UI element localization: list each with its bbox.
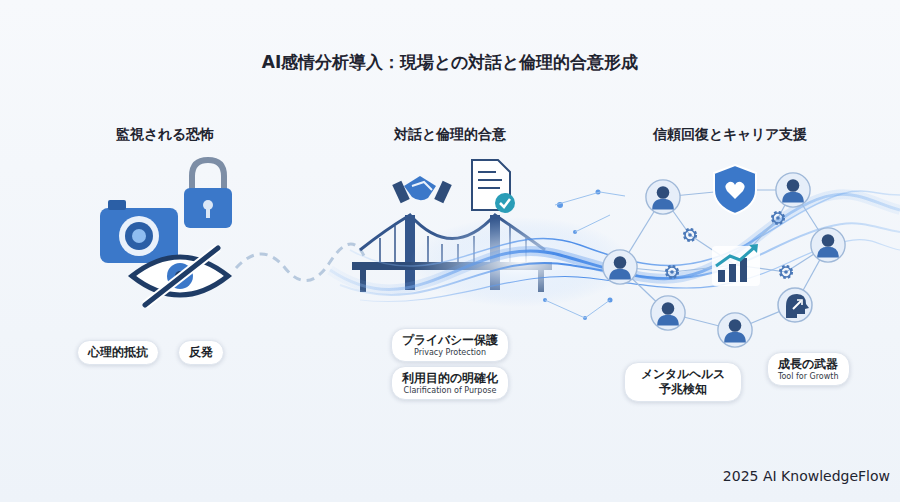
diagram-title: AI感情分析導入：現場との対話と倫理的合意形成 [262,51,638,74]
section-heading: 対話と倫理的合意 [394,126,506,144]
pill-label: 反発 [178,340,224,365]
pill-label: 成長の武器Tool for Growth [767,352,850,387]
pill-label: 利用目的の明確化Clarification of Purpose [391,366,509,401]
pill-subtext: Tool for Growth [778,372,839,382]
growth-chart-icon [712,244,760,286]
shield-icon [714,165,756,214]
pill-text: 成長の武器 [778,357,839,372]
light-wave [330,190,900,321]
camera-icon [100,200,178,263]
pill-subtext: Privacy Protection [402,348,498,358]
pill-text: 心理的抵抗 [88,345,148,360]
pill-text: 利用目的の明確化 [402,371,498,386]
lock-icon [184,160,232,228]
pill-label: プライバシー保護Privacy Protection [391,328,509,363]
eye-crossed-icon [132,248,228,305]
pill-text: メンタルヘルス 予兆検知 [635,367,731,397]
footer-credit: 2025 AI KnowledgeFlow [723,468,890,484]
document-icon [472,160,515,213]
pill-label: メンタルヘルス 予兆検知 [624,362,742,402]
handshake-icon [392,176,452,203]
network-lines [620,190,828,330]
pill-text: プライバシー保護 [402,333,498,348]
pill-text: 反発 [189,345,213,360]
section-heading: 監視される恐怖 [116,126,214,144]
growth-head-icon [778,288,812,322]
section-heading: 信頼回復とキャリア支援 [653,126,807,144]
pill-label: 心理的抵抗 [77,340,159,365]
pill-subtext: Clarification of Purpose [402,386,498,396]
